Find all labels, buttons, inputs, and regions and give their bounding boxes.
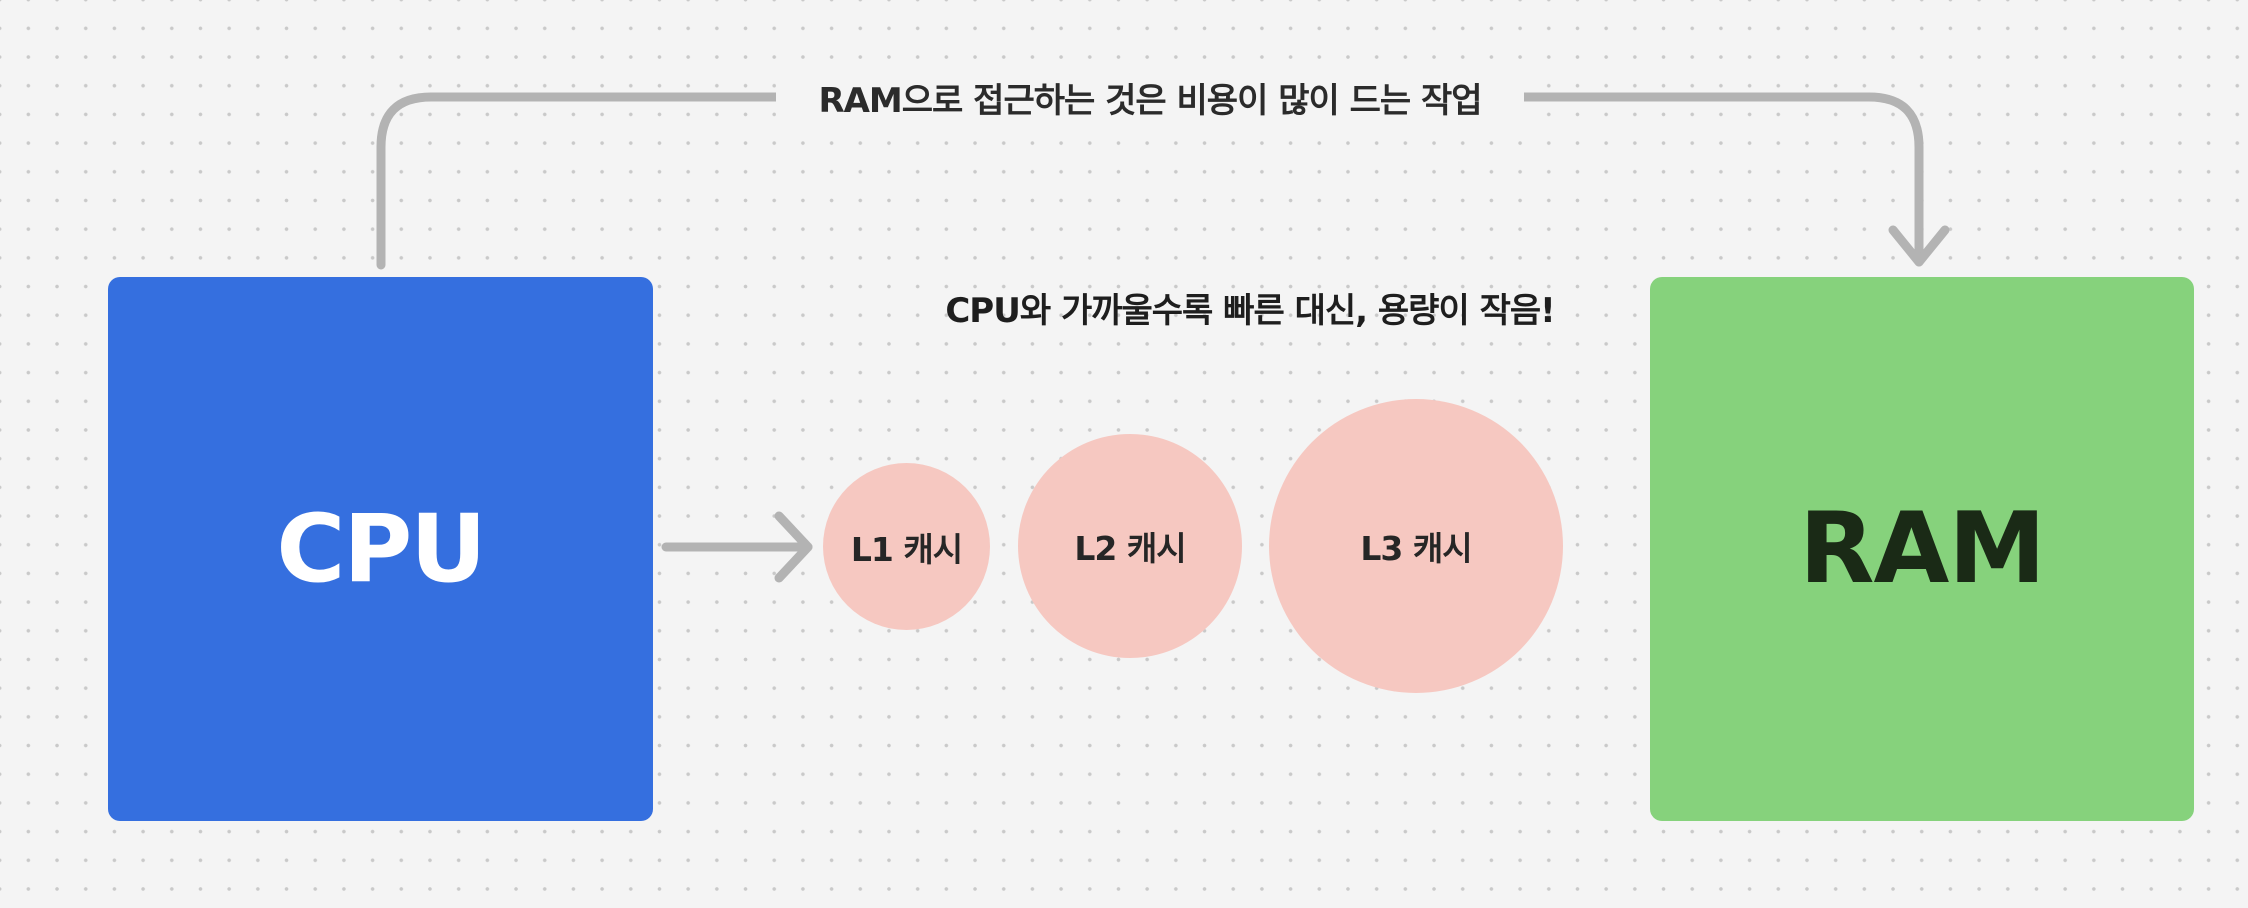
cpu-label: CPU <box>276 494 486 604</box>
cpu-box: CPU <box>108 277 653 821</box>
l3-cache-label: L3 캐시 <box>1360 529 1472 568</box>
l2-cache-label: L2 캐시 <box>1074 529 1186 568</box>
l1-cache-circle: L1 캐시 <box>823 463 990 630</box>
cache-proximity-note: CPU와 가까울수록 빠른 대신, 용량이 작음! <box>945 290 1555 331</box>
ram-box: RAM <box>1650 277 2194 821</box>
cache-arrowhead <box>774 511 813 583</box>
l1-cache-label: L1 캐시 <box>850 529 963 569</box>
l3-cache-circle: L3 캐시 <box>1269 399 1563 693</box>
ram-arrowhead <box>1888 225 1950 267</box>
ram-label: RAM <box>1799 492 2046 606</box>
ram-access-cost-label: RAM으로 접근하는 것은 비용이 많이 드는 작업 <box>776 70 1524 124</box>
l2-cache-circle: L2 캐시 <box>1018 434 1242 658</box>
